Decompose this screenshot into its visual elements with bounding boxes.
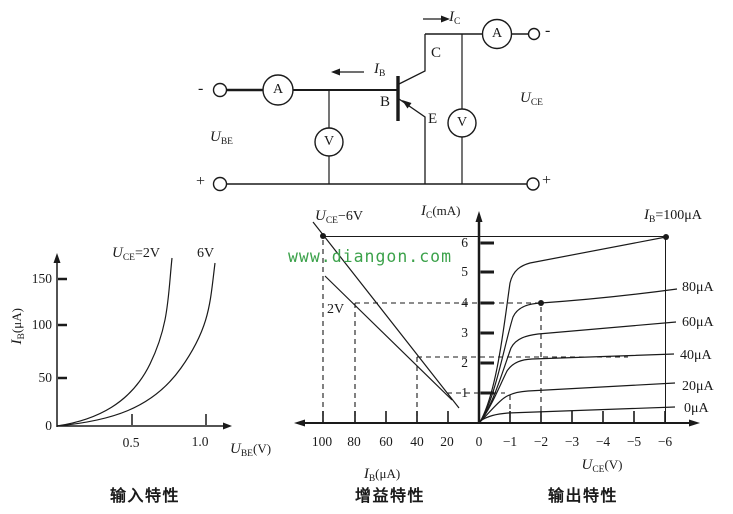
input-curve-2v — [56, 257, 173, 427]
ammeter-right — [481, 18, 513, 50]
output-curve-20ua — [479, 382, 676, 423]
input-ytick-100: 100 — [31, 317, 52, 332]
ic-ytick-3: 3 — [461, 325, 468, 340]
input-chart-title: 输入特性 — [109, 488, 180, 505]
ic-ytick-1: 1 — [461, 385, 468, 400]
gain-point-100ua — [320, 233, 326, 239]
output-curve-label-100ua: IB=100μA — [644, 207, 702, 225]
input-curve-label-2v: UCE=2V — [112, 245, 160, 263]
output-curve-label-60ua: 60μA — [682, 315, 714, 330]
ammeter-left-label: A — [272, 82, 284, 97]
voltmeter-right — [447, 108, 477, 138]
ic-axis-label: IC(mA) — [421, 203, 461, 221]
gain-chart-title: 增益特性 — [354, 488, 425, 505]
gain-line-2v — [324, 275, 453, 401]
gain-xlabel: IB(μA) — [363, 466, 401, 484]
output-curve-label-20ua: 20μA — [682, 379, 714, 394]
input-xtick-10: 1.0 — [191, 434, 209, 449]
i-c-label: IC — [449, 9, 461, 27]
output-curve-100ua — [479, 236, 667, 423]
gain-output-axes — [294, 211, 700, 427]
output-curve-label-80ua: 80μA — [682, 280, 714, 295]
ic-ytick-4: 4 — [461, 295, 468, 310]
input-xlabel: UBE(V) — [230, 441, 272, 459]
output-point-80ua — [538, 300, 544, 306]
ic-ytick-2: 2 — [461, 355, 468, 370]
output-point-100ua — [663, 234, 669, 240]
u-ce-label: UCE — [520, 90, 543, 108]
input-chart-axes — [53, 253, 232, 430]
gain-line-label-2v: 2V — [327, 302, 345, 317]
pin-c-label: C — [431, 45, 442, 61]
gain-xtick-20: 20 — [440, 434, 454, 449]
output-curve-label-40ua: 40μA — [680, 348, 712, 363]
gain-line-label-6v: UCE−6V — [315, 208, 363, 226]
ammeter-left — [262, 74, 294, 106]
pin-e-label: E — [428, 111, 438, 127]
voltmeter-right-label: V — [456, 115, 468, 130]
circuit-wires — [226, 33, 529, 185]
output-xtick-m5: −5 — [626, 434, 642, 449]
output-xtick-m1: −1 — [502, 434, 518, 449]
input-curve-6v — [56, 262, 216, 427]
ic-ytick-5: 5 — [461, 264, 468, 279]
watermark: www.diangon.com — [288, 247, 453, 266]
pin-b-label: B — [380, 94, 391, 110]
input-ytick-0: 0 — [45, 418, 52, 433]
output-xtick-m3: −3 — [564, 434, 580, 449]
gain-xtick-0: 0 — [475, 434, 483, 449]
input-ylabel: IB(μA) — [8, 308, 27, 345]
output-curve-40ua — [479, 353, 675, 423]
input-curve-label-6v: 6V — [197, 246, 215, 261]
voltmeter-left-label: V — [323, 134, 335, 149]
terminal-circles — [212, 27, 541, 192]
input-xtick-05: 0.5 — [122, 435, 140, 450]
input-ytick-50: 50 — [38, 370, 53, 385]
input-ytick-150: 150 — [31, 271, 52, 286]
terminal-plus-right: + — [542, 172, 552, 189]
output-chart-title: 输出特性 — [547, 488, 618, 505]
ic-current-arrow — [423, 15, 450, 23]
terminal-minus-right: - — [545, 22, 551, 39]
output-curve-80ua — [479, 288, 678, 423]
i-b-label: IB — [374, 61, 386, 79]
output-curve-label-0ua: 0μA — [684, 401, 709, 416]
u-be-label: UBE — [210, 129, 233, 147]
gain-xtick-80: 80 — [347, 434, 361, 449]
terminal-minus-left: - — [198, 80, 204, 97]
output-xlabel: UCE(V) — [581, 457, 623, 475]
gain-xtick-100: 100 — [311, 434, 333, 449]
gain-xtick-60: 60 — [379, 434, 393, 449]
dashed-guides — [322, 240, 628, 422]
output-xtick-m4: −4 — [595, 434, 611, 449]
gain-line-6v — [312, 221, 460, 409]
terminal-plus-left: + — [196, 173, 206, 190]
voltmeter-left — [314, 127, 344, 157]
ic-ytick-6: 6 — [461, 235, 468, 250]
ib-current-arrow — [331, 68, 364, 76]
ammeter-right-label: A — [491, 26, 503, 41]
output-xtick-m6: −6 — [657, 434, 673, 449]
output-curve-60ua — [479, 321, 677, 423]
gain-xtick-40: 40 — [410, 434, 424, 449]
emitter-arrowhead — [402, 100, 412, 109]
output-xtick-m2: −2 — [533, 434, 549, 449]
